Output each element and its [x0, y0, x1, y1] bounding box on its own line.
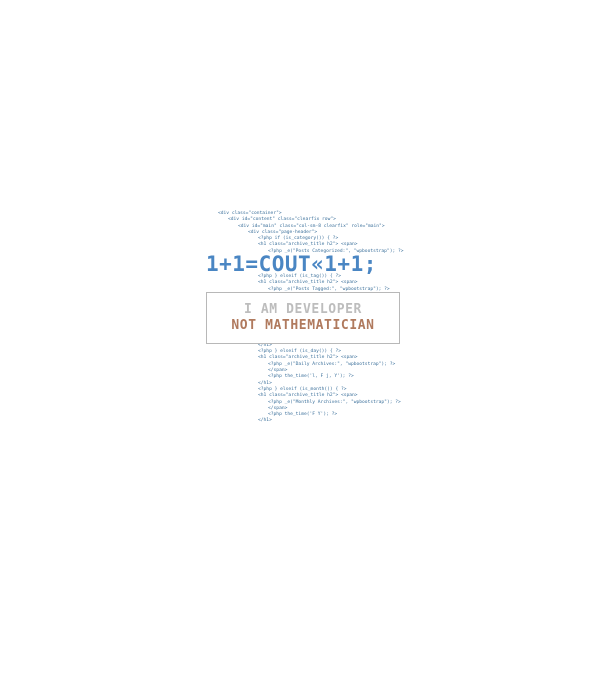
code-line: <?php the_time('F Y'); ?>: [268, 412, 338, 417]
code-line: <?php } elseif (is_tag()) { ?>: [258, 274, 341, 279]
code-line: <h1 class="archive_title h2"> <span>: [258, 280, 358, 285]
code-line: <?php _e("Posts Tagged:", "wpbootstrap")…: [268, 287, 390, 292]
slogan-box: I AM DEVELOPER NOT MATHEMATICIAN: [206, 292, 400, 344]
code-line: <div class="container">: [218, 211, 282, 216]
code-line: <?php the_time('l, F j, Y'); ?>: [268, 374, 354, 379]
code-line: </h1>: [258, 381, 272, 386]
code-line: <?php _e("Monthly Archives:", "wpbootstr…: [268, 400, 401, 405]
code-line: <?php _e("Daily Archives:", "wpbootstrap…: [268, 362, 396, 367]
code-line: <h1 class="archive_title h2"> <span>: [258, 355, 358, 360]
code-line: </span>: [268, 368, 288, 373]
code-line: <h1 class="archive_title h2"> <span>: [258, 242, 358, 247]
code-line: </h1>: [258, 418, 272, 423]
code-line: <?php _e("Posts Categorized:", "wpbootst…: [268, 249, 404, 254]
code-line: <?php } elseif (is_day()) { ?>: [258, 349, 341, 354]
code-line: <?php if (is_category()) { ?>: [258, 236, 339, 241]
code-line: <div class="page-header">: [248, 230, 318, 235]
code-line: <div id="main" class="col-sm-8 clearfix"…: [238, 224, 385, 229]
code-line: </h1>: [258, 343, 272, 348]
slogan-line-1: I AM DEVELOPER: [244, 302, 362, 317]
code-line: <h1 class="archive_title h2"> <span>: [258, 393, 358, 398]
code-line: </span>: [268, 406, 288, 411]
headline-text: 1+1=COUT«1+1;: [206, 252, 377, 276]
code-line: <div id="content" class="clearfix row">: [228, 217, 336, 222]
code-line: <?php } elseif (is_month()) { ?>: [258, 387, 347, 392]
slogan-line-2: NOT MATHEMATICIAN: [231, 318, 375, 333]
